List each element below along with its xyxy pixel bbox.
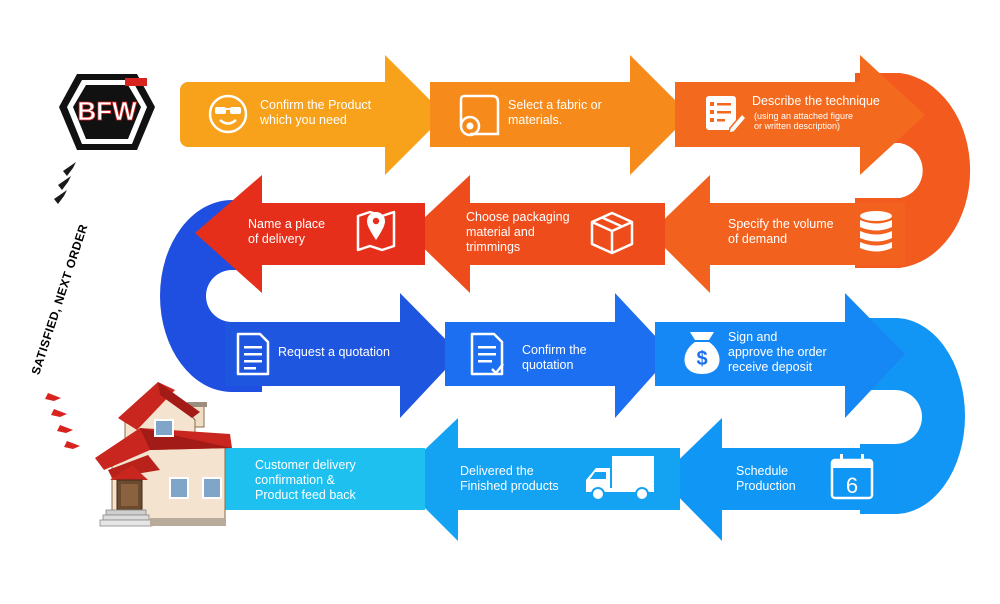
chevron-arrows-red — [45, 393, 80, 449]
logo-text: BFW — [77, 96, 137, 126]
row4-arrow-1 — [225, 448, 425, 510]
step-label-choose-packaging: Choose packaging material and trimmings — [466, 210, 570, 254]
step-label-customer-confirmation: Customer delivery confirmation & Product… — [255, 458, 356, 502]
map-pin-icon — [356, 210, 396, 252]
row1-start-band — [180, 82, 260, 147]
svg-text:$: $ — [696, 348, 707, 370]
chevron-arrows-black — [54, 162, 76, 204]
step-label-select-fabric: Select a fabric or materials. — [508, 98, 602, 127]
step-label-confirm-product: Confirm the Product which you need — [260, 98, 372, 127]
fabric-roll-icon — [459, 94, 500, 137]
step-label-delivered-products: Delivered the Finished products — [460, 464, 559, 493]
step-label-specify-volume: Specify the volume of demand — [728, 217, 834, 246]
money-bag-icon: $ — [684, 332, 720, 374]
row2-arrow-2 — [408, 175, 665, 293]
step-label-confirm-quotation: Confirm the quotation — [522, 343, 587, 372]
document-check-icon — [470, 332, 504, 376]
row3-arrow-2 — [445, 293, 672, 418]
step-label-describe-technique: Describe the technique — [752, 94, 880, 108]
step-sublabel-describe-technique: (using an attached figure or written des… — [754, 111, 854, 131]
row2-arrow-1 — [195, 175, 425, 293]
row4-arrow-3 — [660, 418, 900, 541]
row2-arrow-3 — [650, 175, 905, 293]
house-icon — [95, 382, 232, 527]
step-label-schedule-production: Schedule Production — [736, 464, 796, 493]
step-label-name-delivery-place: Name a place of delivery — [248, 217, 326, 246]
calendar-day-number: 6 — [846, 473, 858, 498]
box-icon — [590, 211, 634, 255]
step-label-request-quotation: Request a quotation — [278, 345, 390, 359]
row3-arrow-3 — [655, 293, 905, 418]
bfw-logo: BFW — [59, 74, 155, 150]
row1-arrow-2 — [430, 55, 690, 175]
row1-arrow-3 — [675, 55, 925, 175]
step-label-sign-approve: Sign and approve the order receive depos… — [728, 330, 827, 374]
sunglasses-face-icon — [208, 94, 248, 134]
row3-arrow-1 — [225, 293, 460, 418]
document-icon — [236, 332, 270, 376]
truck-icon — [586, 456, 654, 501]
row4-arrow-2 — [395, 418, 680, 541]
calendar-icon: 6 — [830, 454, 874, 500]
document-pencil-icon — [706, 96, 748, 134]
row1-arrow-1 — [250, 55, 445, 175]
database-stack-icon — [860, 211, 892, 252]
